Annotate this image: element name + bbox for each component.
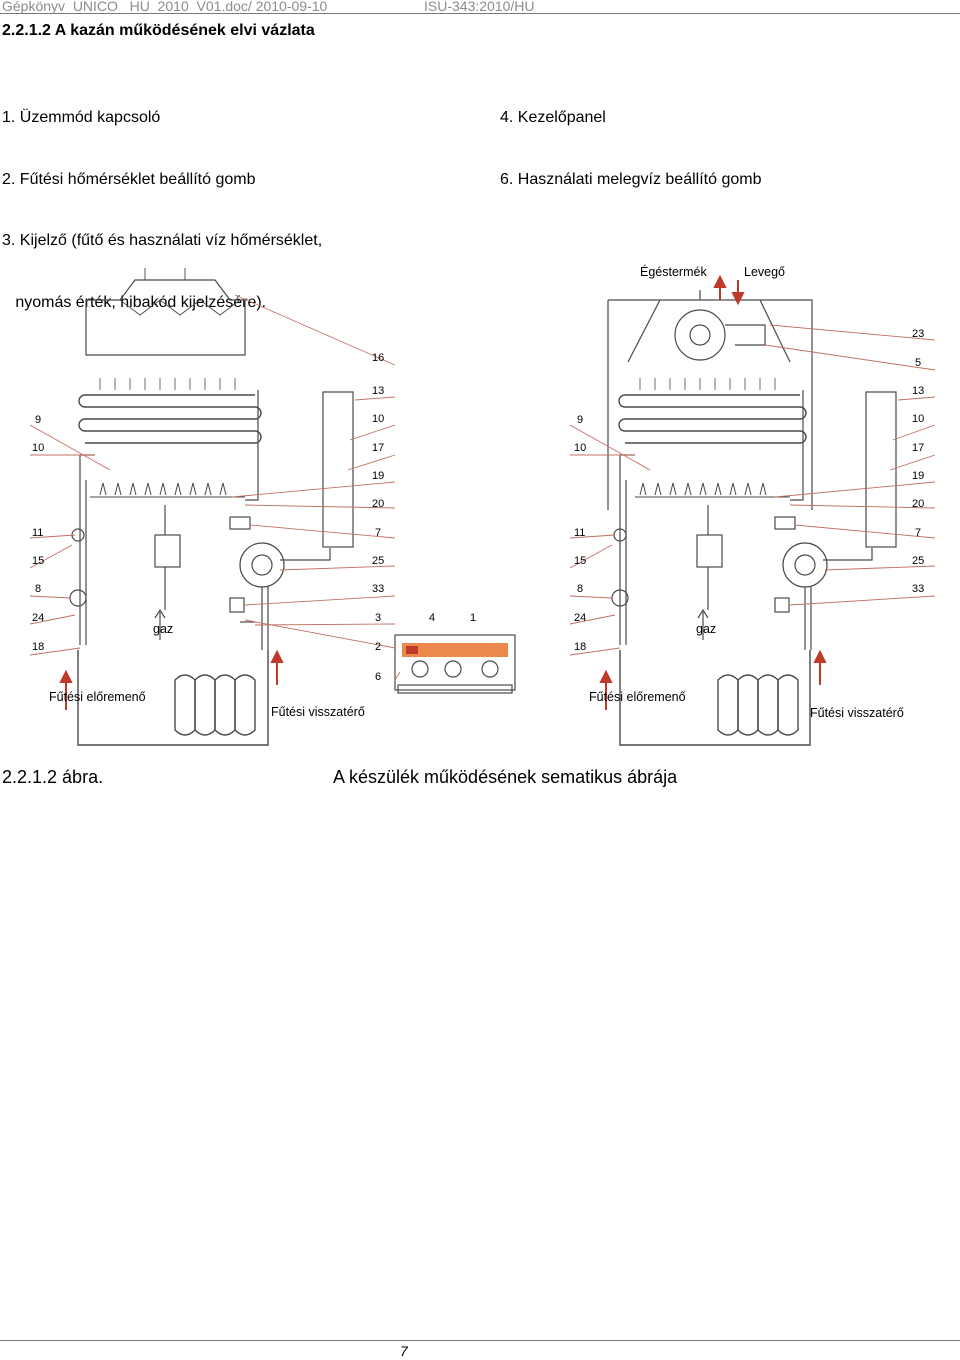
label-10: 10: [574, 442, 586, 454]
label-20: 20: [372, 498, 384, 510]
label-6: 6: [375, 671, 381, 683]
gas-arrows: [154, 608, 709, 640]
flow-arrows: [59, 274, 827, 710]
boiler-schematic-diagram: 9 10 11 15 8 24 18 16 13 10 17 19 20 7 2…: [29, 264, 936, 746]
flue-hood: [85, 279, 246, 356]
burner-row: [90, 482, 245, 498]
gas-label-left: gaz: [153, 622, 173, 636]
running-header-code: ISU-343:2010/HU: [424, 0, 535, 14]
label-9: 9: [35, 414, 41, 426]
label-11: 11: [574, 527, 585, 539]
label-1: 1: [470, 612, 476, 624]
leader-lines: [29, 294, 936, 681]
legend-item: 1. Üzemmód kapcsoló: [2, 109, 161, 126]
expansion-vessel: [322, 391, 354, 548]
label-10: 10: [912, 413, 924, 425]
label-3: 3: [375, 612, 381, 624]
label-10: 10: [372, 413, 384, 425]
label-33: 33: [372, 583, 384, 595]
legend-item: 3. Kijelző (fűtő és használati víz hőmér…: [2, 232, 323, 249]
label-25: 25: [912, 555, 924, 567]
supply-pipe-left: [79, 480, 87, 645]
return-label-right: Fűtési visszatérő: [810, 706, 904, 720]
label-24: 24: [32, 612, 44, 624]
label-19: 19: [912, 470, 924, 482]
label-8: 8: [577, 583, 583, 595]
label-2: 2: [375, 641, 381, 653]
exhaust-label: Égéstermék: [640, 264, 707, 279]
label-17: 17: [372, 442, 384, 454]
label-13: 13: [372, 385, 384, 397]
label-7: 7: [915, 527, 921, 539]
label-11: 11: [32, 527, 43, 539]
pressure-gauge: [69, 589, 87, 607]
header-rule: [0, 13, 960, 14]
legend-right: 4. Kezelőpanel 6. Használati melegvíz be…: [500, 67, 761, 211]
figure-caption: A készülék működésének sematikus ábrája: [333, 767, 678, 787]
label-9: 9: [577, 414, 583, 426]
label-33: 33: [912, 583, 924, 595]
label-18: 18: [32, 641, 44, 653]
label-19: 19: [372, 470, 384, 482]
legend-item: nyomás érték, hibakód kijelzésére).: [2, 293, 267, 311]
legend-item: 4. Kezelőpanel: [500, 109, 606, 126]
label-4: 4: [429, 612, 435, 624]
label-15: 15: [32, 555, 44, 567]
label-18: 18: [574, 641, 586, 653]
label-17: 17: [912, 442, 924, 454]
display-window: [402, 643, 508, 657]
section-title: 2.2.1.2 A kazán működésének elvi vázlata: [2, 22, 315, 39]
label-8: 8: [35, 583, 41, 595]
radiator: [77, 650, 269, 746]
label-23: 23: [912, 328, 924, 340]
label-5: 5: [915, 357, 921, 369]
control-panel: [394, 634, 516, 691]
air-label: Levegő: [744, 265, 785, 279]
gas-label-right: gaz: [696, 622, 716, 636]
page-number: 7: [400, 1343, 408, 1359]
label-13: 13: [912, 385, 924, 397]
heat-exchanger: [78, 394, 262, 444]
fan: [674, 309, 726, 361]
legend-item: 2. Fűtési hőmérséklet beállító gomb: [2, 170, 256, 188]
pump: [239, 542, 285, 588]
fan-housing: [607, 299, 813, 510]
footer-rule: [0, 1340, 960, 1341]
flow-label-left: Fűtési előremenő: [49, 690, 146, 704]
running-header-file: Gépkönyv_UNICO _HU_2010_V01.doc/ 2010-09…: [2, 0, 328, 14]
legend-left: 1. Üzemmód kapcsoló 2. Fűtési hőmérsékle…: [2, 67, 322, 334]
label-10: 10: [32, 442, 44, 454]
figure-number: 2.2.1.2 ábra.: [2, 767, 104, 787]
label-20: 20: [912, 498, 924, 510]
label-16: 16: [372, 352, 384, 364]
gas-valve: [154, 534, 181, 568]
label-24: 24: [574, 612, 586, 624]
label-7: 7: [375, 527, 381, 539]
label-15: 15: [574, 555, 586, 567]
legend-item: 6. Használati melegvíz beállító gomb: [500, 170, 762, 188]
return-label-left: Fűtési visszatérő: [271, 705, 365, 719]
flow-label-right: Fűtési előremenő: [589, 690, 686, 704]
label-25: 25: [372, 555, 384, 567]
